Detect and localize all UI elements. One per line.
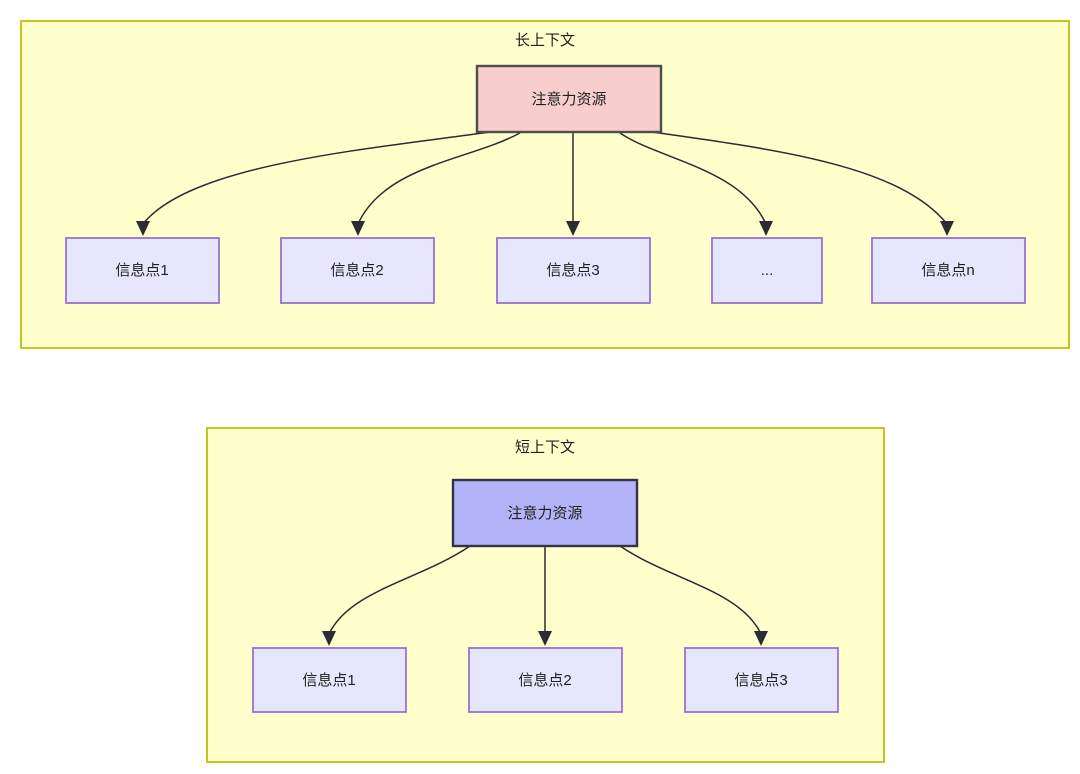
node-label: ...: [761, 262, 774, 279]
node-rect: [280, 237, 435, 304]
node-info-point-3-long[interactable]: 信息点3: [496, 237, 651, 304]
node-rect: [496, 237, 651, 304]
arrow-head-icon: [322, 631, 336, 646]
node-rect: [468, 647, 623, 713]
node-label: 信息点3: [734, 672, 787, 689]
arrow-head-icon: [538, 631, 552, 646]
node-label: 注意力资源: [531, 90, 606, 108]
arrow-head-icon: [940, 221, 954, 236]
edge-root-to-info-dots: [619, 132, 767, 225]
node-rect: [684, 647, 839, 713]
node-label: 信息点1: [115, 262, 168, 279]
node-label: 信息点1: [302, 672, 355, 689]
arrow-head-icon: [759, 221, 773, 236]
node-info-point-ellipsis-long[interactable]: ...: [711, 237, 823, 304]
arrow-head-icon: [754, 631, 768, 646]
node-info-point-2-short[interactable]: 信息点2: [468, 647, 623, 713]
group-long-context[interactable]: 长上下文 注意力资源 信息: [20, 20, 1070, 349]
edge-root-to-info-2: [357, 132, 521, 225]
node-info-point-3-short[interactable]: 信息点3: [684, 647, 839, 713]
node-label: 信息点2: [330, 262, 383, 279]
node-label: 信息点n: [921, 262, 974, 279]
node-rect: [475, 64, 663, 134]
node-info-point-1-short[interactable]: 信息点1: [252, 647, 407, 713]
node-rect: [711, 237, 823, 304]
arrow-head-icon: [351, 221, 365, 236]
node-attention-resource-long[interactable]: 注意力资源: [475, 64, 663, 134]
node-info-point-n-long[interactable]: 信息点n: [871, 237, 1026, 304]
group-title-short-context: 短上下文: [515, 439, 575, 456]
arrow-head-icon: [566, 221, 580, 236]
edge-root-to-info-3: [619, 545, 762, 635]
group-short-context[interactable]: 短上下文 注意力资源 信息点1 信息点2: [206, 427, 885, 763]
node-label: 信息点2: [518, 672, 571, 689]
edges-short-context: [322, 545, 768, 646]
group-title-long-context: 长上下文: [515, 32, 575, 49]
edge-root-to-info-1: [328, 545, 471, 635]
edge-root-to-info-n: [651, 131, 948, 225]
arrow-head-icon: [136, 221, 150, 236]
node-attention-resource-short[interactable]: 注意力资源: [451, 478, 639, 548]
node-label: 信息点3: [546, 262, 599, 279]
node-rect: [871, 237, 1026, 304]
edges-long-context: [136, 131, 954, 236]
node-label: 注意力资源: [507, 504, 582, 522]
node-info-point-2-long[interactable]: 信息点2: [280, 237, 435, 304]
node-rect: [252, 647, 407, 713]
node-rect: [65, 237, 220, 304]
edge-root-to-info-1: [142, 131, 491, 225]
node-info-point-1-long[interactable]: 信息点1: [65, 237, 220, 304]
node-rect: [451, 478, 639, 548]
